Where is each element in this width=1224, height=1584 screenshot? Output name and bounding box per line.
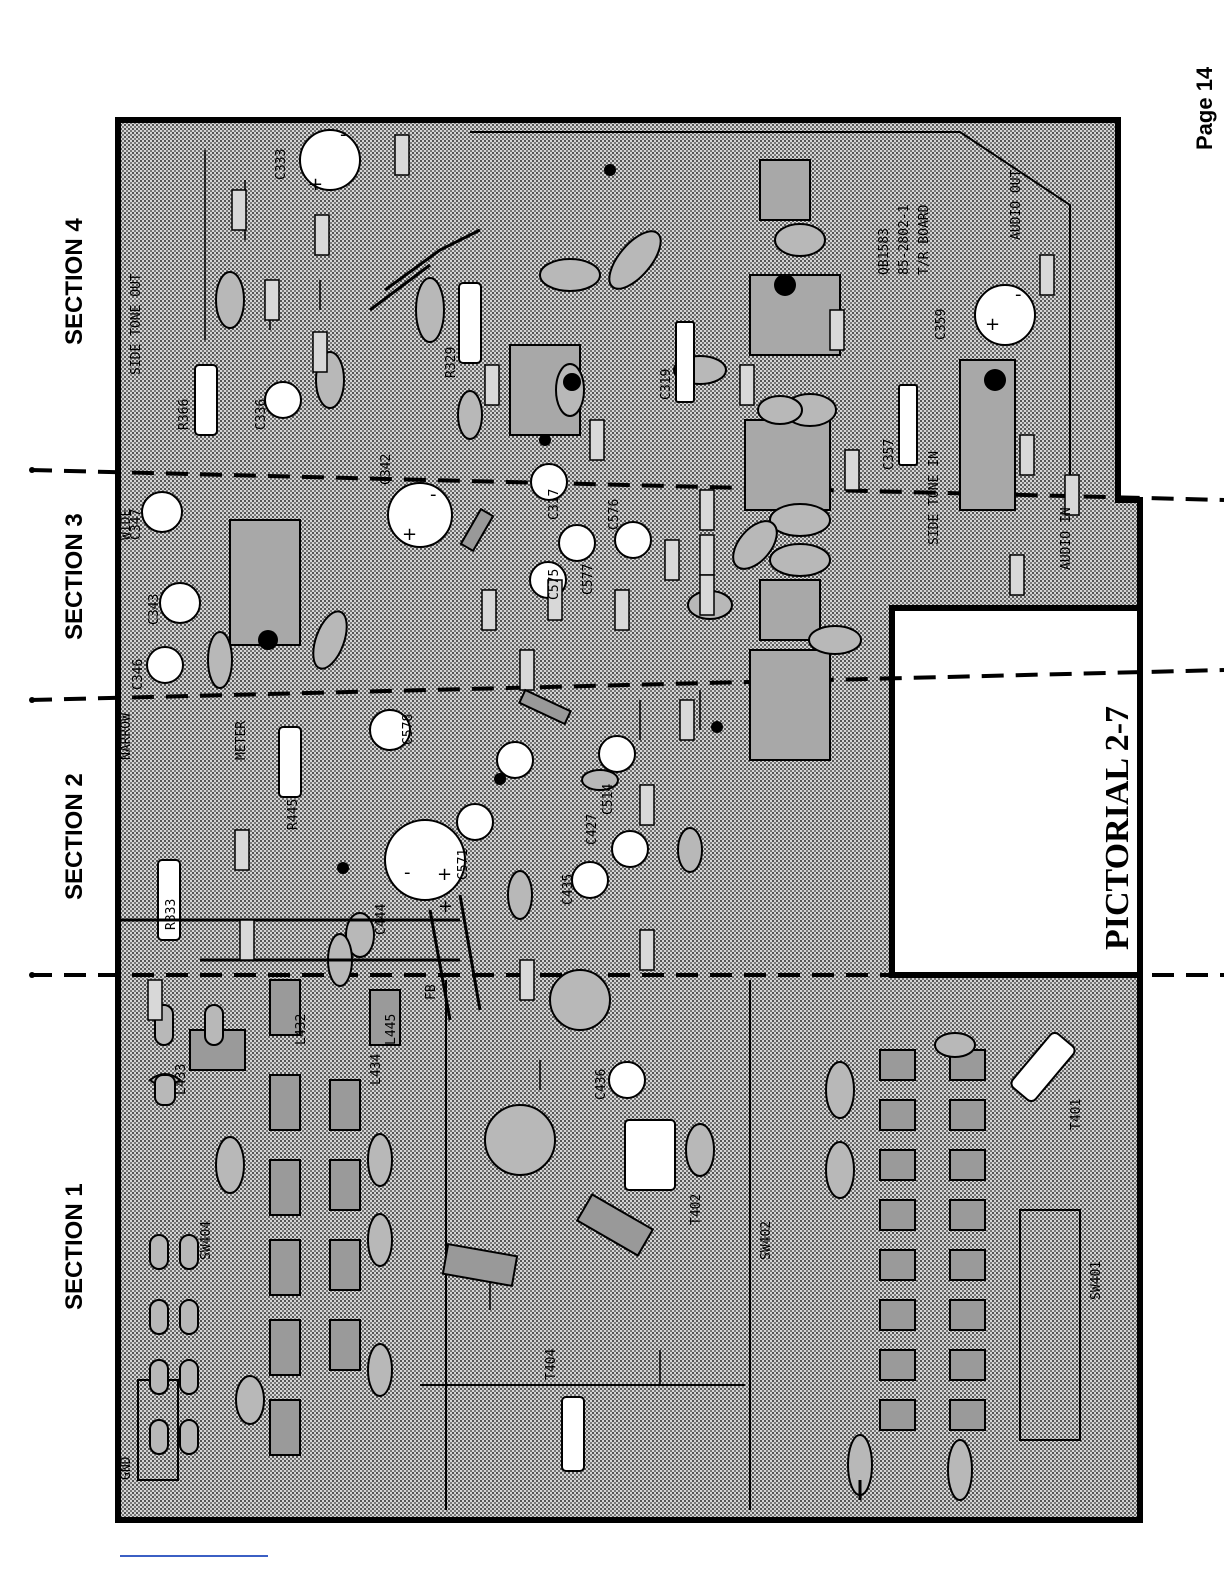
label-c342: C342 (379, 454, 394, 485)
label-t404: T404 (544, 1349, 559, 1380)
highlight-boxes (157, 282, 1076, 1472)
diodes (441, 507, 655, 1288)
label-c333: C333 (274, 149, 289, 180)
section-3-label: SECTION 3 (61, 513, 88, 640)
polarity-marks: +- +- -+ + +- (308, 124, 1022, 917)
label-c317: C317 (547, 489, 562, 520)
label-sw404: SW404 (199, 1221, 214, 1260)
svg-text:-: - (404, 862, 411, 883)
section-1-label: SECTION 1 (61, 1183, 88, 1310)
section-dividers (29, 468, 1224, 977)
label-c427: C427 (585, 814, 600, 845)
label-gnd: GND (119, 1456, 134, 1480)
svg-text:+: + (402, 524, 417, 545)
label-r445: R445 (286, 799, 301, 830)
label-sw401: SW401 (1089, 1261, 1104, 1300)
section-2-label: SECTION 2 (61, 773, 88, 900)
component-labels: C333 C336 C342 C347 C343 C346 C578 C575 … (119, 149, 1104, 1480)
label-r333: R333 (164, 899, 179, 930)
board-id: QB1583 85-2802-1 T/R BOARD (877, 204, 932, 275)
board-id-line-3: T/R BOARD (917, 204, 932, 275)
label-c444: C444 (374, 904, 389, 935)
label-c578: C578 (401, 714, 416, 745)
label-c514: C514 (601, 784, 616, 815)
page-label: Page 14 (1192, 66, 1217, 150)
label-narrow: NARROW (119, 713, 134, 760)
label-c346: C346 (131, 659, 146, 690)
section-4-label: SECTION 4 (61, 218, 88, 345)
inner-panels (137, 980, 1081, 1510)
pictorial-label: PICTORIAL 2-7 (1099, 706, 1136, 950)
label-r366: R366 (177, 399, 192, 430)
board-edge-diagonal (470, 131, 1071, 500)
large-capacitors (141, 129, 1036, 1099)
svg-text:-: - (430, 484, 437, 505)
label-fb: FB (424, 984, 439, 1000)
label-t402: T402 (689, 1194, 704, 1225)
footer-rule (120, 1555, 268, 1557)
label-c343: C343 (147, 594, 162, 625)
label-c576: C576 (607, 499, 622, 530)
label-c571: C571 (456, 849, 471, 880)
ic-chips (229, 159, 1016, 761)
label-c577: C577 (581, 564, 596, 595)
label-c319: C319 (659, 369, 674, 400)
label-l433: L433 (174, 1064, 189, 1095)
solder-dots (258, 164, 1006, 874)
label-meter: METER (234, 721, 249, 760)
oval-pads (207, 223, 976, 1501)
label-c436: C436 (594, 1069, 609, 1100)
svg-text:+: + (438, 896, 453, 917)
label-c347: C347 (129, 509, 144, 540)
label-side-tone-in: SIDE TONE IN (927, 451, 942, 545)
svg-text:+: + (985, 314, 1000, 335)
label-c357: C357 (882, 439, 897, 470)
label-l434: L434 (369, 1054, 384, 1085)
label-l445: L445 (384, 1014, 399, 1045)
board-id-line-1: QB1583 (877, 228, 892, 275)
label-side-tone-out: SIDE TONE OUT (129, 273, 144, 375)
label-t401: T401 (1069, 1099, 1084, 1130)
label-sw402: SW402 (759, 1221, 774, 1260)
label-c575: C575 (547, 569, 562, 600)
svg-text:-: - (1015, 284, 1022, 305)
label-c435: C435 (561, 874, 576, 905)
label-c336: C336 (254, 399, 269, 430)
label-audio-in: AUDIO IN (1059, 507, 1074, 570)
svg-text:+: + (437, 864, 452, 885)
label-l432: L432 (294, 1014, 309, 1045)
svg-text:+: + (308, 174, 323, 195)
label-wide: WIDE (119, 509, 134, 540)
label-c359: C359 (934, 309, 949, 340)
coil-blocks (189, 979, 986, 1456)
label-audio-out: AUDIO OUT (1009, 169, 1024, 240)
label-r329: R329 (444, 347, 459, 378)
resistors (147, 134, 1080, 1021)
section-labels: SECTION 1 SECTION 2 SECTION 3 SECTION 4 (61, 218, 88, 1310)
section-dividers-dots (29, 467, 35, 978)
board-id-line-2: 85-2802-1 (897, 205, 912, 275)
svg-text:-: - (340, 124, 347, 145)
